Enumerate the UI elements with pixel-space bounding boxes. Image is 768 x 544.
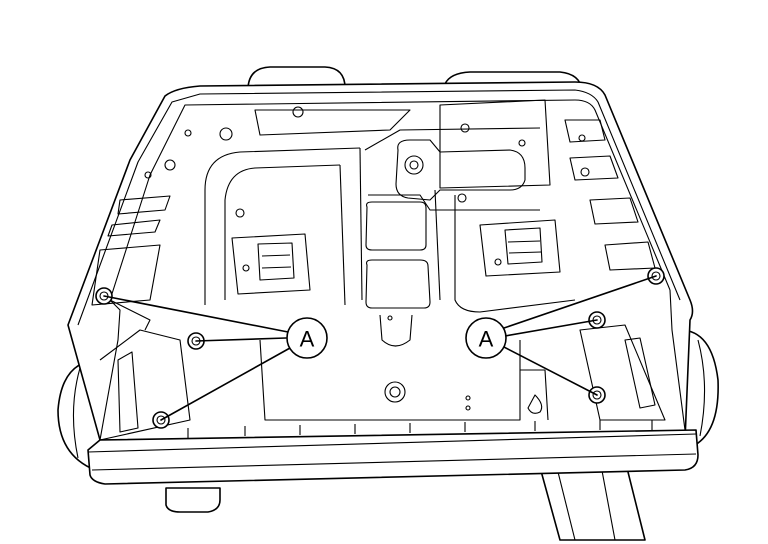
callout-label: A (300, 327, 315, 352)
bolt-middle-right (588, 311, 606, 329)
seat-frame-drawing (57, 66, 719, 541)
callout-a-left: A (286, 317, 328, 359)
leader-lines (103, 275, 657, 421)
callout-label: A (479, 327, 494, 352)
callout-a-right: A (465, 317, 507, 359)
small-holes (144, 106, 590, 411)
mounting-bolts (95, 267, 665, 429)
